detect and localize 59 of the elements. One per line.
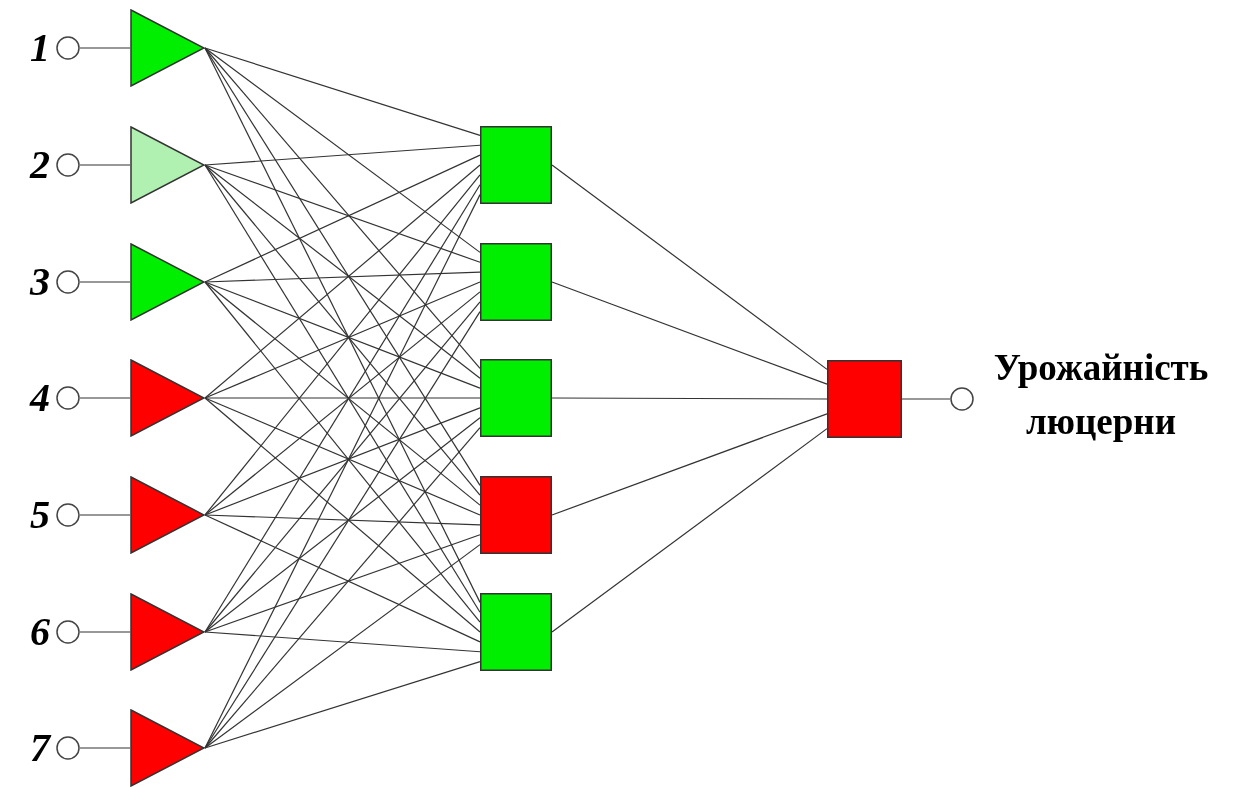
connection-line bbox=[79, 281, 131, 283]
connection-line bbox=[551, 164, 828, 370]
input-circle bbox=[56, 620, 80, 644]
connection-line bbox=[204, 514, 481, 526]
neuron-triangle bbox=[130, 709, 205, 787]
input-circle bbox=[56, 270, 80, 294]
output-label: Урожайність люцерни bbox=[992, 346, 1210, 444]
input-circle bbox=[950, 387, 974, 411]
connection-line bbox=[204, 47, 481, 369]
input-number: 1 bbox=[29, 26, 50, 70]
neuron-square bbox=[480, 476, 552, 554]
connection-line bbox=[204, 47, 481, 136]
connection-line bbox=[204, 534, 481, 633]
connection-line bbox=[204, 544, 481, 749]
connection-line bbox=[204, 47, 481, 603]
connection-line bbox=[79, 47, 131, 49]
input-circle bbox=[56, 736, 80, 760]
connection-line bbox=[79, 631, 131, 633]
neuron-square bbox=[480, 243, 552, 321]
connection-line bbox=[79, 164, 131, 166]
input-circle bbox=[56, 386, 80, 410]
connection-line bbox=[551, 281, 828, 385]
connection-line bbox=[204, 397, 481, 399]
connection-line bbox=[204, 631, 481, 653]
neuron-triangle bbox=[130, 243, 205, 321]
input-number: 2 bbox=[28, 143, 50, 187]
input-number: 6 bbox=[29, 610, 50, 654]
connection-line bbox=[204, 47, 481, 253]
connection-line bbox=[204, 154, 481, 283]
connection-line bbox=[204, 164, 481, 263]
connection-line bbox=[551, 428, 828, 633]
neuron-triangle bbox=[130, 476, 205, 554]
connection-line bbox=[901, 398, 951, 400]
connection-line bbox=[204, 427, 481, 749]
input-circle bbox=[56, 153, 80, 177]
neuron-triangle bbox=[130, 9, 205, 87]
neuron-triangle bbox=[130, 593, 205, 671]
connection-line bbox=[204, 514, 481, 643]
neuron-square bbox=[480, 359, 552, 437]
input-number: 5 bbox=[29, 493, 50, 537]
neuron-square bbox=[827, 360, 902, 438]
connection-line bbox=[79, 397, 131, 399]
input-number: 3 bbox=[28, 260, 50, 304]
neuron-triangle bbox=[130, 126, 205, 204]
connection-line bbox=[204, 47, 481, 486]
connection-line bbox=[79, 514, 131, 516]
neuron-square bbox=[480, 126, 552, 204]
connection-line bbox=[79, 747, 131, 749]
connection-line bbox=[204, 661, 481, 749]
input-number: 7 bbox=[29, 726, 50, 770]
neuron-square bbox=[480, 593, 552, 671]
connection-line bbox=[204, 144, 481, 166]
input-circle bbox=[56, 36, 80, 60]
input-circle bbox=[56, 503, 80, 527]
neuron-triangle bbox=[130, 359, 205, 437]
connection-line bbox=[551, 397, 828, 400]
connection-line bbox=[204, 271, 481, 283]
connection-line bbox=[551, 413, 828, 516]
input-number: 4 bbox=[28, 376, 50, 420]
